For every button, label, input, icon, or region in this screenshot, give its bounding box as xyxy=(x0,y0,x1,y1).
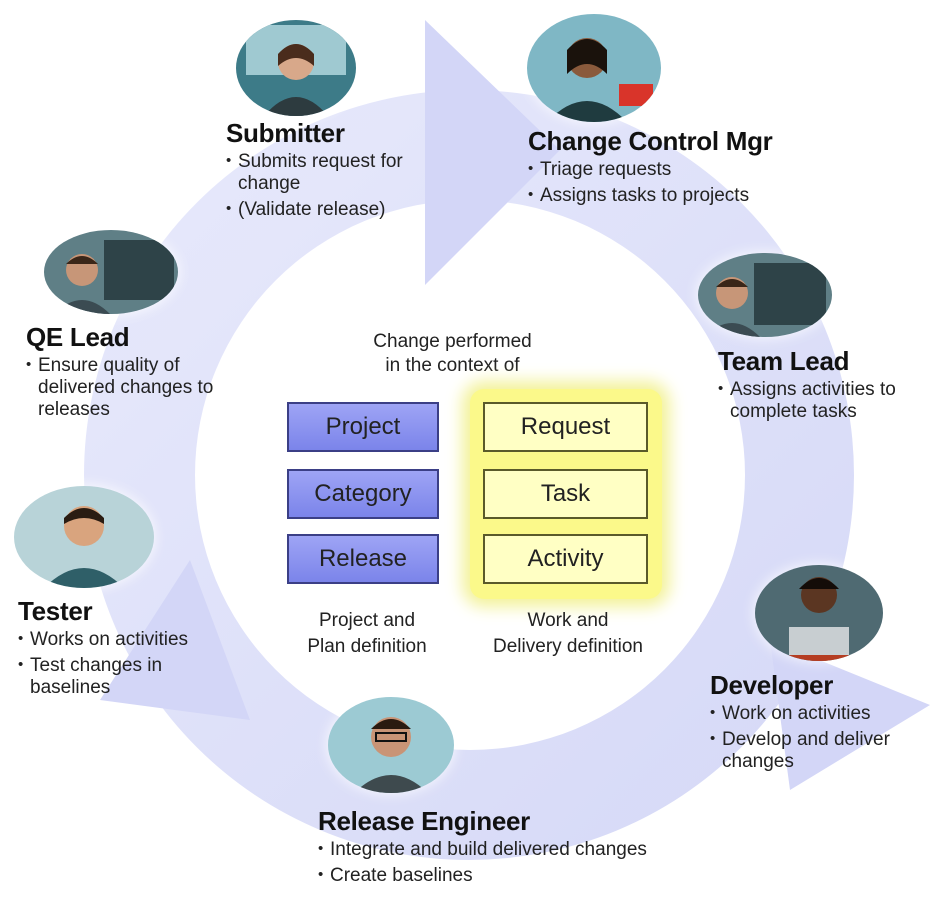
footer-line: Work and xyxy=(527,610,609,631)
role-bullet: Works on activities xyxy=(18,628,238,651)
center-caption-line: in the context of xyxy=(385,355,520,376)
box-category: Category xyxy=(287,469,439,519)
footer-line: Project and xyxy=(318,610,416,631)
role-team-lead: Team Lead Assigns activities to complete… xyxy=(718,346,938,427)
role-title: Release Engineer xyxy=(318,806,530,836)
role-developer: Developer Work on activities Develop and… xyxy=(710,670,938,777)
submitter-photo xyxy=(236,20,356,116)
developer-photo xyxy=(755,565,883,661)
role-bullet: Create baselines xyxy=(318,864,738,887)
role-tester: Tester Works on activities Test changes … xyxy=(18,596,238,703)
project-plan-definition-label: Project and Plan definition xyxy=(272,608,462,660)
role-change-control-mgr: Change Control Mgr Triage requests Assig… xyxy=(528,126,828,211)
role-bullet: Test changes in baselines xyxy=(18,654,210,699)
role-bullet: Triage requests xyxy=(528,158,828,181)
box-activity: Activity xyxy=(483,534,648,584)
box-request: Request xyxy=(483,402,648,452)
role-bullet: Assigns tasks to projects xyxy=(528,184,828,207)
role-bullets: Integrate and build delivered changes Cr… xyxy=(318,838,738,887)
role-submitter: Submitter Submits request for change (Va… xyxy=(226,118,466,225)
center-caption-line: Change performed xyxy=(373,331,532,352)
box-release: Release xyxy=(287,534,439,584)
role-bullet: Integrate and build delivered changes xyxy=(318,838,738,861)
role-bullet: Work on activities xyxy=(710,702,938,725)
role-qe-lead: QE Lead Ensure quality of delivered chan… xyxy=(26,322,256,425)
role-bullets: Assigns activities to complete tasks xyxy=(718,378,938,423)
release-engineer-photo xyxy=(328,697,454,793)
team-lead-photo xyxy=(698,253,832,337)
footer-line: Delivery definition xyxy=(493,636,643,657)
center-caption: Change performed in the context of xyxy=(320,330,585,378)
role-bullet: (Validate release) xyxy=(226,198,466,221)
role-bullet: Assigns activities to complete tasks xyxy=(718,378,930,423)
role-bullet: Submits request for change xyxy=(226,150,428,195)
role-bullets: Works on activities Test changes in base… xyxy=(18,628,238,699)
role-bullet: Develop and deliver changes xyxy=(710,728,922,773)
role-title: Tester xyxy=(18,596,93,626)
role-bullets: Triage requests Assigns tasks to project… xyxy=(528,158,828,207)
work-delivery-definition-label: Work and Delivery definition xyxy=(462,608,674,660)
footer-line: Plan definition xyxy=(307,636,427,657)
role-bullets: Work on activities Develop and deliver c… xyxy=(710,702,938,773)
change-control-mgr-photo xyxy=(527,14,661,122)
role-bullets: Submits request for change (Validate rel… xyxy=(226,150,466,221)
role-bullets: Ensure quality of delivered changes to r… xyxy=(26,354,256,421)
role-title: Developer xyxy=(710,670,834,700)
tester-photo xyxy=(14,486,154,588)
role-bullet: Ensure quality of delivered changes to r… xyxy=(26,354,238,421)
role-title: Change Control Mgr xyxy=(528,126,773,156)
box-task: Task xyxy=(483,469,648,519)
box-project: Project xyxy=(287,402,439,452)
qe-lead-photo xyxy=(44,230,178,314)
role-title: QE Lead xyxy=(26,322,130,352)
role-release-engineer: Release Engineer Integrate and build del… xyxy=(318,806,738,891)
role-title: Team Lead xyxy=(718,346,850,376)
role-title: Submitter xyxy=(226,118,345,148)
